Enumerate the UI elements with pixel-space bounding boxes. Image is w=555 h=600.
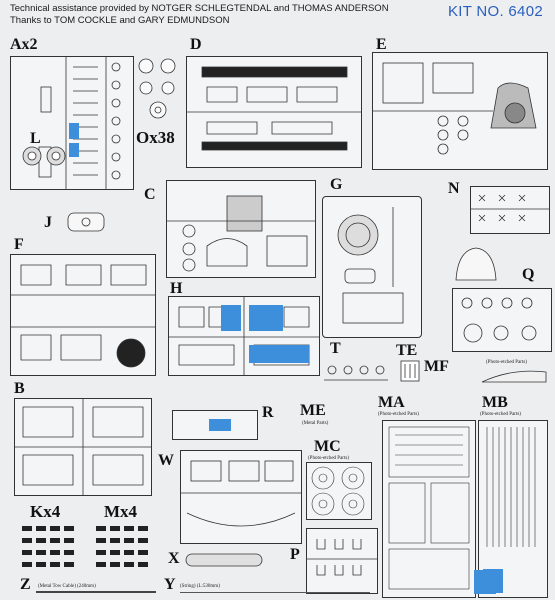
sprue-label-g: G <box>330 176 343 193</box>
sprue-label-p: P <box>290 546 300 563</box>
sprue-sub-z: (Metal Tow Cable) (240mm) <box>38 584 96 589</box>
sprue-label-mc: MC <box>314 438 341 455</box>
sprue-h <box>168 296 320 376</box>
sprue-n <box>470 186 550 234</box>
sprue-label-ma: MA <box>378 394 405 411</box>
sprue-e <box>372 52 548 170</box>
sprue-p-drawing <box>307 539 377 576</box>
sprue-mb <box>478 420 548 598</box>
sprue-label-y: Y <box>164 576 176 593</box>
sprue-ma <box>382 420 476 598</box>
kit-number: KIT NO. 6402 <box>447 3 543 20</box>
sprue-f <box>10 254 156 376</box>
sprue-x-part <box>185 553 263 567</box>
sprue-label-te: TE <box>396 342 418 359</box>
sprue-ax2 <box>10 56 134 190</box>
sprue-label-n: N <box>448 180 460 197</box>
sprue-label-r: R <box>262 404 274 421</box>
sprue-q-drawing <box>461 297 537 343</box>
sprue-t-parts <box>324 365 388 381</box>
sprue-d <box>186 56 362 168</box>
sprue-label-mf: MF <box>424 358 449 375</box>
sprue-label-l: L <box>30 130 41 147</box>
sprue-c <box>166 180 316 278</box>
string <box>180 592 370 593</box>
sprue-label-w: W <box>158 452 174 469</box>
sprue-label-mb: MB <box>482 394 508 411</box>
sprue-j-part <box>67 212 105 232</box>
sprue-mc <box>306 462 372 520</box>
sprue-b-drawing <box>15 399 151 495</box>
color-sample-square <box>474 570 496 594</box>
sprue-label-c: C <box>144 186 156 203</box>
sprue-p <box>306 528 378 594</box>
sprue-ox38-parts <box>138 58 176 119</box>
credit-line-2: Thanks to TOM COCKLE and GARY EDMUNDSON <box>10 15 230 26</box>
sprue-sub-me: (Metal Parts) <box>302 421 329 426</box>
sprue-l-wheels <box>22 146 66 166</box>
sprue-label-ox38: Ox38 <box>136 128 175 147</box>
track-links <box>22 526 148 567</box>
sprue-label-f: F <box>14 236 24 253</box>
sprue-e-drawing <box>373 62 537 155</box>
sprue-w <box>180 450 302 544</box>
sprue-sub-y: (String) (L:530mm) <box>180 584 220 589</box>
sprue-sub-mc: (Photo-etched Parts) <box>308 456 349 461</box>
sprue-label-h: H <box>170 280 183 297</box>
sprue-label-mx4: Mx4 <box>104 502 138 521</box>
sprue-sub-ma: (Photo-etched Parts) <box>378 412 419 417</box>
sprue-sub-mf: (Photo-etched Parts) <box>486 360 527 365</box>
sprue-d-drawing <box>187 66 361 151</box>
sprue-mf-part <box>481 370 547 383</box>
sprue-q <box>452 288 552 352</box>
sprue-label-d: D <box>190 36 202 53</box>
sprue-mc-drawing <box>311 466 365 516</box>
sprue-label-q: Q <box>522 266 535 283</box>
sprue-label-me: ME <box>300 402 326 419</box>
sprue-label-e: E <box>376 36 387 53</box>
credit-line-1: Technical assistance provided by NOTGER … <box>10 3 389 14</box>
sprue-label-x: X <box>168 550 180 567</box>
sprue-g-drawing <box>337 207 404 324</box>
sprue-w-drawing <box>181 460 301 527</box>
sprue-sub-mb: (Photo-etched Parts) <box>480 412 521 417</box>
sprue-te-part <box>400 360 420 382</box>
sprue-n-drawing <box>471 194 549 222</box>
turret-part <box>455 247 497 281</box>
sprue-f-drawing <box>11 264 155 368</box>
sprue-label-j: J <box>44 214 52 231</box>
sprue-ma-drawing <box>388 426 470 590</box>
sprue-label-b: B <box>14 380 25 397</box>
sprue-label-kx4: Kx4 <box>30 502 61 521</box>
sprue-b <box>14 398 152 496</box>
sprue-h-drawing <box>169 297 319 375</box>
sprue-c-drawing <box>167 195 315 272</box>
sprue-label-t: T <box>330 340 341 357</box>
sprue-label-z: Z <box>20 576 31 593</box>
sprue-label-ax2: Ax2 <box>10 36 38 53</box>
sprue-mb-drawing <box>486 427 536 547</box>
sprue-g <box>322 196 422 338</box>
tow-cable <box>36 591 156 593</box>
sprue-r <box>172 410 258 440</box>
